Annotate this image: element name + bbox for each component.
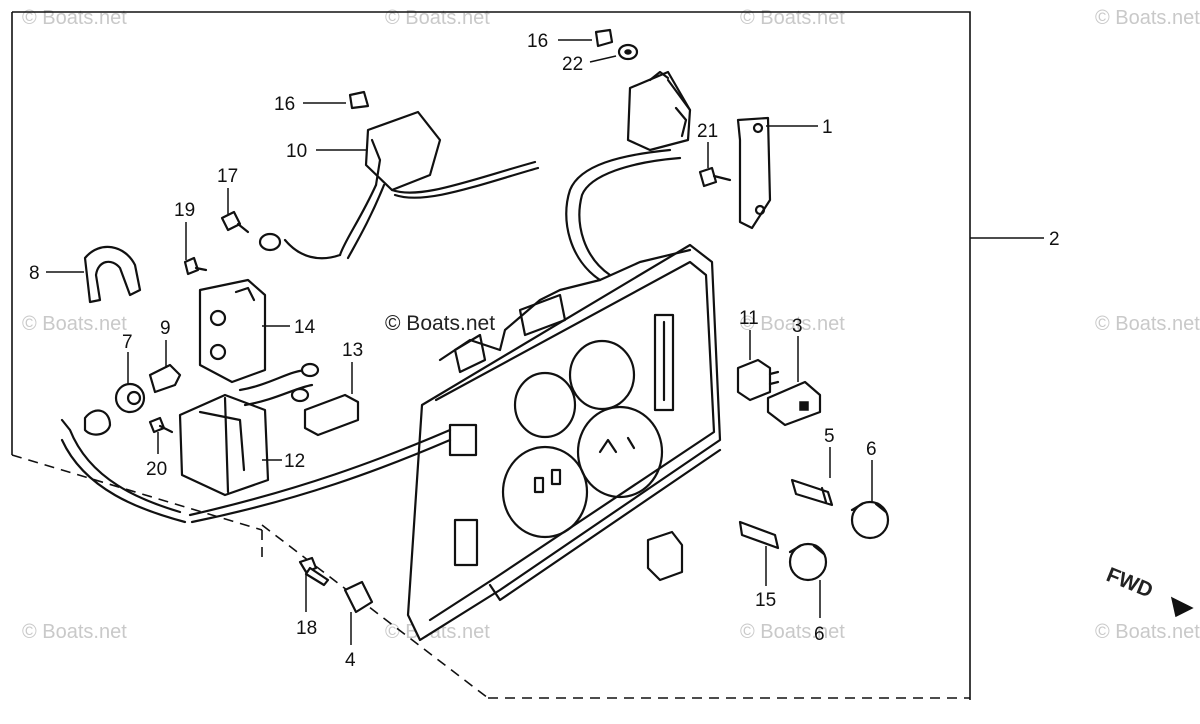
callout-15: 15	[755, 590, 776, 611]
watermark: © Boats.net	[740, 621, 845, 643]
top-right-switch	[626, 70, 692, 152]
bolt-9	[148, 363, 182, 394]
callout-14: 14	[294, 317, 316, 338]
coil-12	[178, 362, 320, 497]
callout-16: 16	[527, 31, 548, 52]
control-panel-body	[406, 243, 722, 642]
fuse-15	[738, 520, 780, 550]
clamp-8	[83, 245, 142, 304]
watermark: © Boats.net	[22, 621, 127, 643]
screws-17-19	[183, 210, 250, 276]
callout-6: 6	[866, 439, 877, 460]
screw-21	[698, 166, 732, 188]
fwd-arrow: FWD	[1103, 563, 1194, 618]
watermark: © Boats.net	[1095, 621, 1200, 643]
callout-2: 2	[1049, 229, 1060, 250]
callout-4: 4	[345, 650, 356, 671]
leader-lines	[46, 39, 1044, 645]
watermarks: © Boats.net © Boats.net © Boats.net © Bo…	[22, 7, 1200, 643]
watermark: © Boats.net	[22, 7, 127, 29]
callout-6: 6	[814, 624, 825, 645]
upper-cable	[565, 148, 682, 282]
callout-numbers: 16 22 16 10 17 19 8 14 7 9 13 12 20 1 21…	[29, 31, 1060, 671]
cap-small	[646, 530, 684, 582]
assembly-frame	[11, 11, 971, 700]
callout-10: 10	[286, 141, 307, 162]
callout-13: 13	[342, 340, 363, 361]
collar-4	[343, 580, 374, 614]
watermark: © Boats.net	[385, 7, 490, 29]
fuse-holder-6-lower	[788, 542, 828, 582]
callout-18: 18	[296, 618, 317, 639]
callout-12: 12	[284, 451, 305, 472]
cover-13	[303, 393, 360, 437]
watermark: © Boats.net	[1095, 313, 1200, 335]
watermark: © Boats.net	[385, 621, 490, 643]
watermark: © Boats.net	[740, 7, 845, 29]
callout-5: 5	[824, 426, 835, 447]
callout-17: 17	[217, 166, 238, 187]
callout-9: 9	[160, 318, 171, 339]
callout-3: 3	[792, 316, 803, 337]
module-10	[258, 90, 540, 260]
callout-21: 21	[697, 121, 718, 142]
bracket-14	[198, 278, 267, 384]
callout-8: 8	[29, 263, 40, 284]
fuse-holder-6-upper	[850, 500, 890, 540]
screw-16-top	[594, 28, 639, 61]
callout-19: 19	[174, 200, 195, 221]
bolt-18	[298, 556, 330, 587]
plug-11	[736, 358, 780, 402]
watermark: © Boats.net	[740, 313, 845, 335]
grommet-7	[114, 382, 146, 414]
callout-16: 16	[274, 94, 295, 115]
watermark: © Boats.net	[1095, 7, 1200, 29]
callout-20: 20	[146, 459, 167, 480]
center-watermark: © Boats.net	[385, 312, 495, 335]
callout-22: 22	[562, 54, 583, 75]
watermark: © Boats.net	[22, 313, 127, 335]
callout-7: 7	[122, 332, 133, 353]
harness-cable	[60, 409, 452, 524]
callout-1: 1	[822, 117, 833, 138]
bracket-1	[736, 116, 772, 230]
screw-20	[148, 416, 174, 434]
fwd-label: FWD	[1103, 563, 1156, 602]
callout-11: 11	[739, 308, 759, 329]
receptacle-3	[766, 380, 822, 427]
fuse-5	[790, 478, 834, 507]
